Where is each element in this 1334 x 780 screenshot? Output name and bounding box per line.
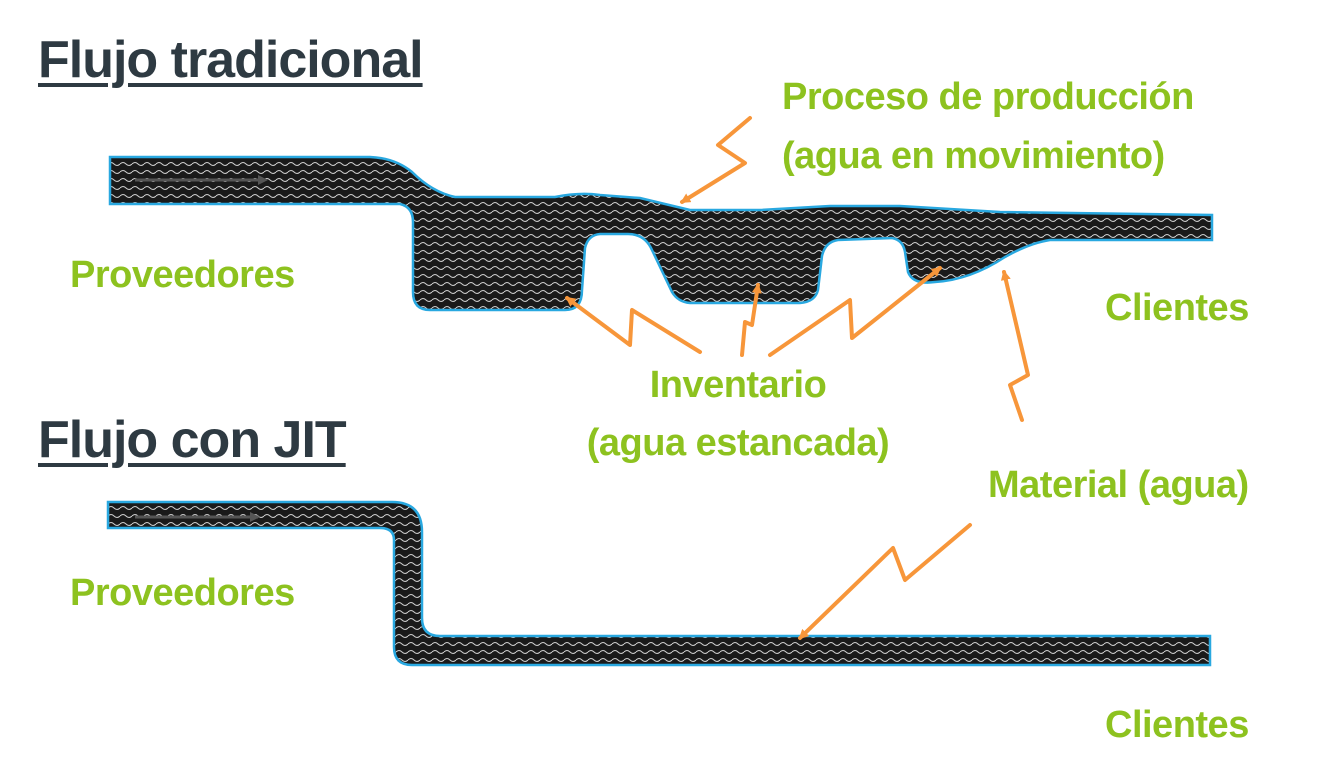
customers-label-jit: Clientes <box>1105 704 1249 746</box>
title-traditional-flow: Flujo tradicional <box>38 31 424 89</box>
process-pointer-arrow <box>680 116 752 204</box>
material-pointer-arrow-traditional <box>1000 270 1030 422</box>
customers-label-traditional: Clientes <box>1105 287 1249 329</box>
title-jit-flow: Flujo con JIT <box>38 411 347 469</box>
inventory-pointer-arrow-3 <box>768 266 942 357</box>
process-label-line2: (agua en movimiento) <box>782 135 1165 177</box>
suppliers-label-jit: Proveedores <box>70 572 295 614</box>
inventory-label-line2: (agua estancada) <box>586 422 890 464</box>
inventory-pointer-arrow-2 <box>740 283 762 357</box>
process-label-line1: Proceso de producción <box>782 76 1194 118</box>
material-pointer-arrow-jit <box>798 523 972 640</box>
suppliers-label-traditional: Proveedores <box>70 254 295 296</box>
inventory-pointer-arrow-1 <box>565 296 702 354</box>
material-label: Material (agua) <box>988 464 1249 506</box>
inventory-label-line1: Inventario <box>649 364 827 406</box>
